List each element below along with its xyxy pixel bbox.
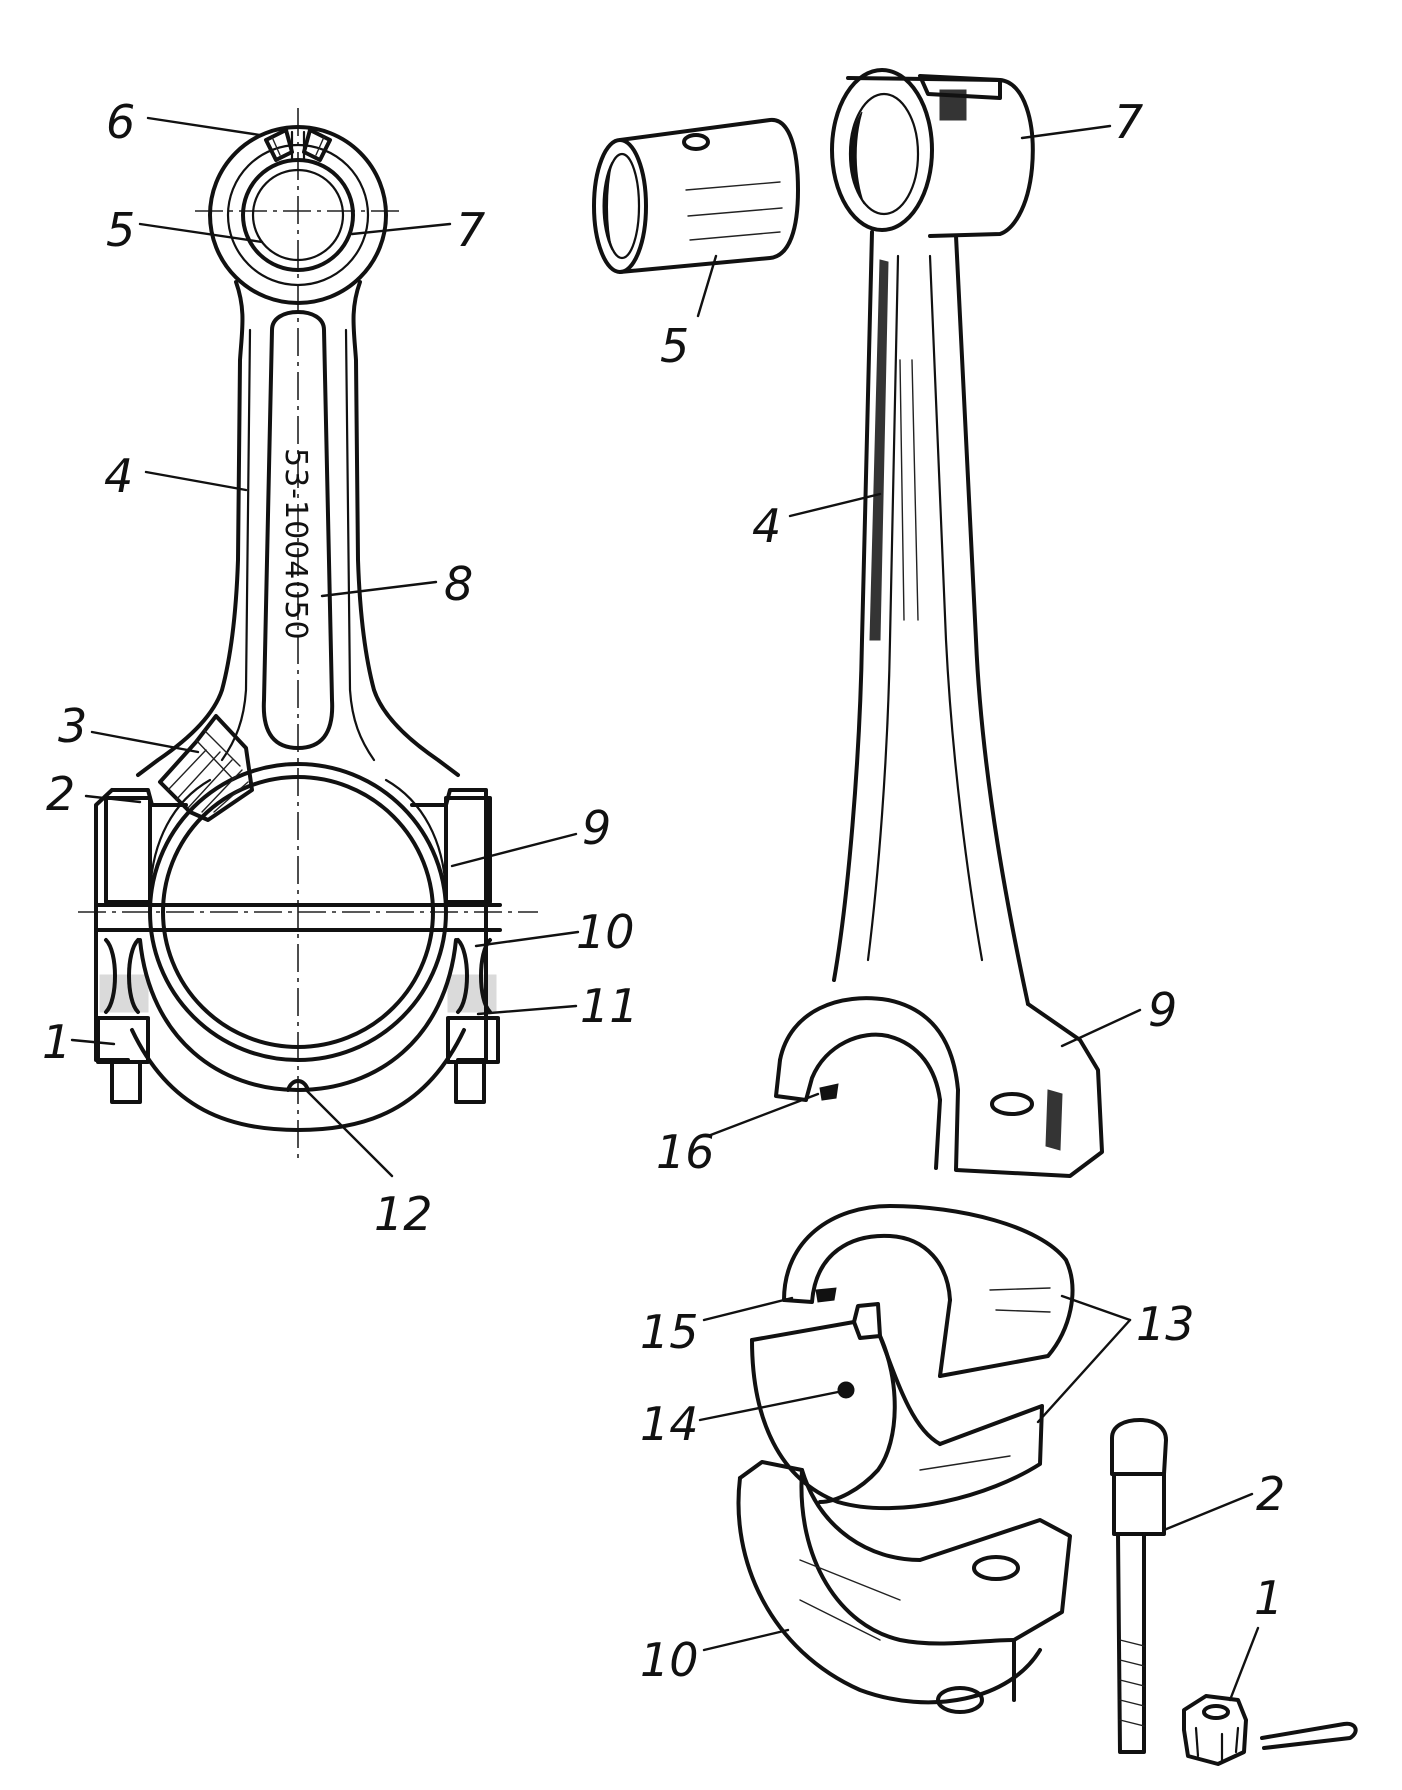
callout-2-right: 2 <box>1256 1467 1285 1521</box>
connecting-rod-body <box>774 68 1104 1178</box>
leader-1-right <box>1228 1626 1260 1702</box>
callout-15: 15 <box>640 1305 699 1359</box>
leader-11 <box>476 1004 578 1016</box>
leader-6 <box>146 116 262 137</box>
leader-13b <box>1036 1318 1132 1424</box>
leader-8 <box>320 580 438 598</box>
leader-2-left <box>84 794 142 804</box>
assembled-connecting-rod: 53-1004050 <box>42 95 639 1241</box>
cotter-pin <box>1260 1721 1358 1750</box>
callout-1-left: 1 <box>42 1015 71 1069</box>
leader-1-left <box>70 1038 116 1046</box>
callout-5-left: 5 <box>106 203 135 257</box>
callout-1-right: 1 <box>1254 1571 1283 1625</box>
leader-15 <box>702 1296 794 1322</box>
piston-pin-bushing <box>592 117 800 274</box>
callout-9-left: 9 <box>582 801 611 855</box>
leader-10-right <box>702 1628 790 1652</box>
callout-13: 13 <box>1136 1297 1195 1351</box>
leader-7-right <box>1020 124 1112 140</box>
callout-10-right: 10 <box>640 1633 699 1687</box>
leader-7-left <box>350 222 452 236</box>
part-number-marking: 53-1004050 <box>278 448 313 641</box>
callout-4-right: 4 <box>752 499 781 553</box>
callout-2-left: 2 <box>46 767 75 821</box>
leader-9-right <box>1060 1008 1142 1048</box>
rod-shank-outline <box>136 280 460 777</box>
big-end-housing <box>94 762 502 1132</box>
leader-5-left <box>138 222 264 244</box>
leader-4-right <box>788 492 882 518</box>
callout-8: 8 <box>444 557 473 611</box>
leader-9-left <box>450 832 578 868</box>
lower-bearing-shell <box>750 1302 1044 1511</box>
upper-bearing-shell <box>782 1204 1075 1378</box>
callout-7-left: 7 <box>456 203 485 257</box>
callout-11: 11 <box>580 979 639 1033</box>
leader-4-left <box>144 470 248 492</box>
callout-9-right: 9 <box>1148 983 1177 1037</box>
callout-3: 3 <box>58 699 87 753</box>
exploded-view: 7 5 4 9 16 15 13 14 2 10 1 <box>592 68 1358 1766</box>
callout-14: 14 <box>640 1397 699 1451</box>
bearing-cap <box>736 1460 1072 1714</box>
leader-12 <box>304 1088 394 1178</box>
leader-3 <box>90 730 200 754</box>
rod-i-beam-groove <box>261 310 335 750</box>
callout-4-left: 4 <box>104 449 133 503</box>
leader-10-left <box>474 930 580 948</box>
leader-14 <box>698 1390 840 1422</box>
callout-16: 16 <box>656 1125 715 1179</box>
small-end <box>208 125 388 305</box>
callout-5-right: 5 <box>660 319 689 373</box>
leader-5-right <box>696 254 718 318</box>
castle-nut <box>1182 1694 1248 1766</box>
connecting-rod-bolt <box>1110 1418 1168 1754</box>
leader-16 <box>706 1092 820 1138</box>
callout-12: 12 <box>374 1187 433 1241</box>
section-cutaway <box>158 714 254 822</box>
leader-2-right <box>1162 1492 1254 1532</box>
leader-13a <box>1060 1294 1132 1322</box>
callout-7-right: 7 <box>1114 95 1143 149</box>
callout-6: 6 <box>106 95 135 149</box>
callout-10-left: 10 <box>576 905 635 959</box>
